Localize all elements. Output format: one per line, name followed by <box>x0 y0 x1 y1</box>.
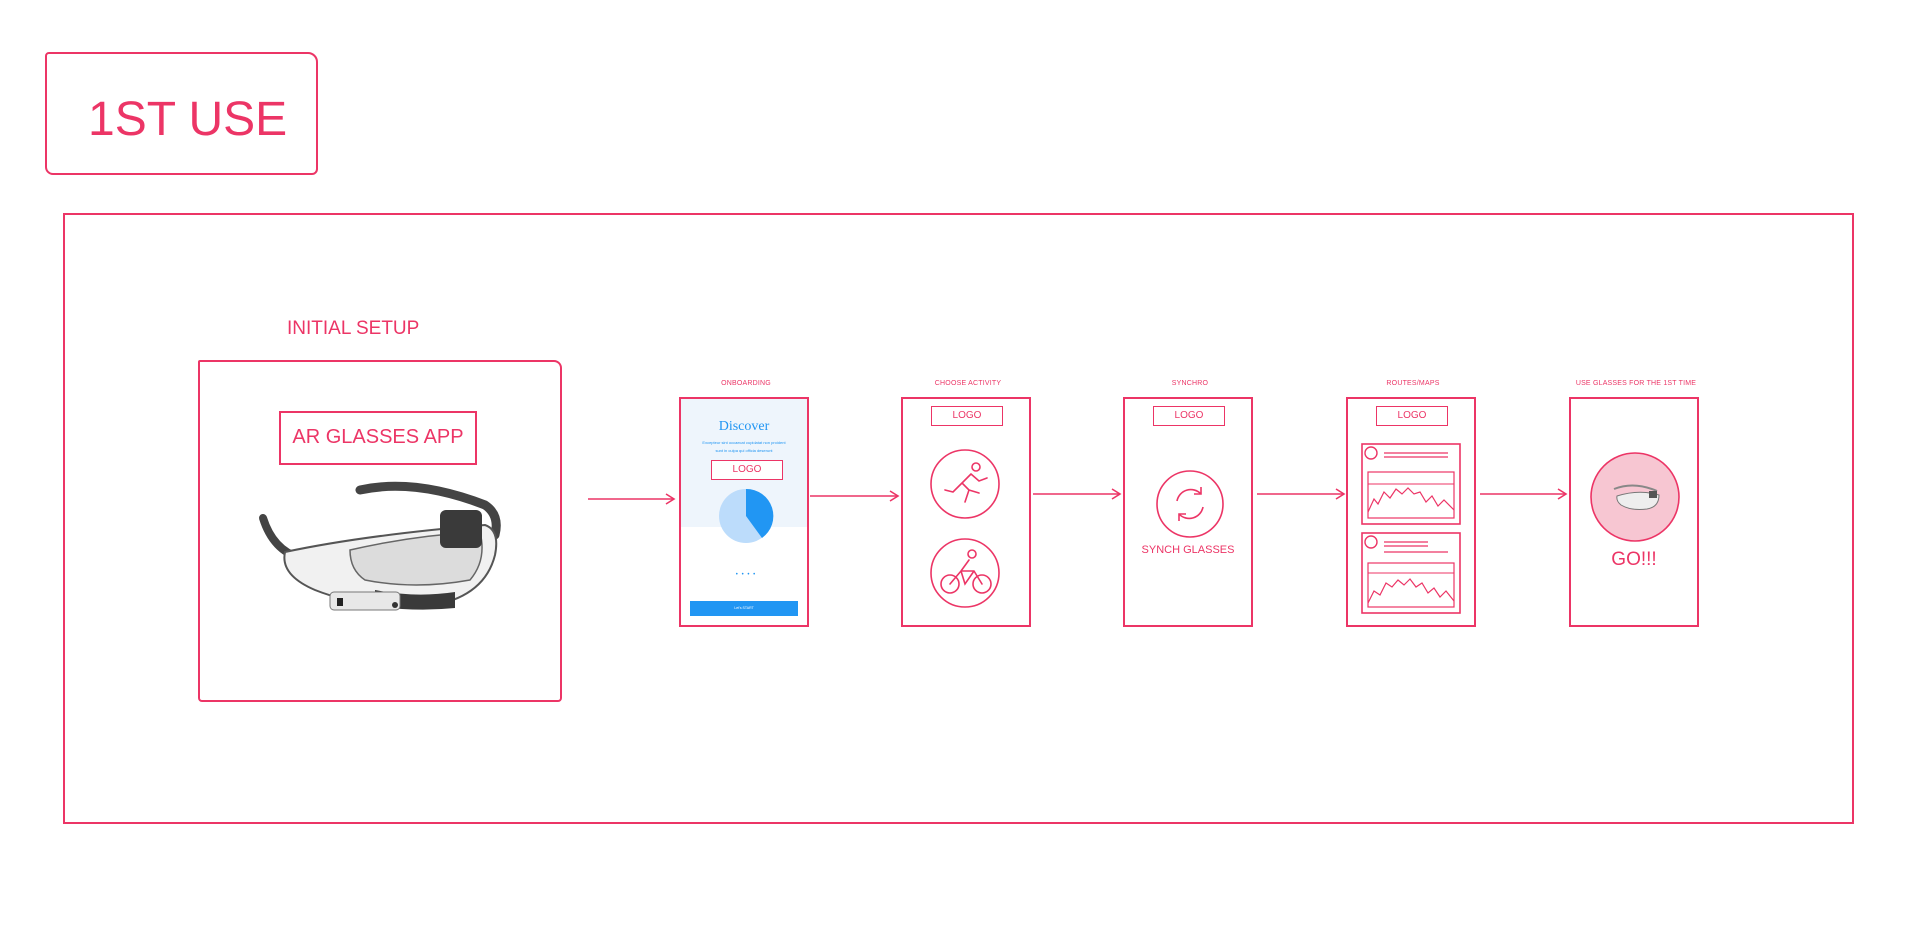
onboarding-pie-illustration <box>719 488 774 543</box>
setup-panel <box>198 360 562 702</box>
routes-screen: LOGO <box>1346 397 1476 627</box>
go-caption: GO!!! <box>1611 549 1657 570</box>
synchro-screen: LOGO SYNCH GLASSES <box>1123 397 1253 627</box>
synch-caption: SYNCH GLASSES <box>1141 544 1235 556</box>
onboarding-logo: LOGO <box>711 460 783 480</box>
onboarding-screen: Discover Excepteur sint occaecat cupidat… <box>679 397 809 627</box>
route-card[interactable] <box>1361 532 1462 615</box>
running-icon[interactable] <box>929 448 1001 520</box>
onboarding-heading: Discover <box>718 419 770 434</box>
onboarding-title: ONBOARDING <box>721 380 771 387</box>
synchro-title: SYNCHRO <box>1171 380 1209 387</box>
onboarding-body: Excepteur sint occaecat cupidatat non pr… <box>702 440 786 453</box>
synchro-logo: LOGO <box>1153 406 1225 426</box>
pagination-dots[interactable]: • • • • <box>735 572 757 578</box>
start-button[interactable]: Let's START <box>690 601 798 616</box>
page-title: 1ST USE <box>88 93 288 146</box>
app-label: AR GLASSES APP <box>292 426 464 448</box>
go-glasses-icon[interactable] <box>1589 451 1681 543</box>
cycling-icon[interactable] <box>929 537 1001 609</box>
choose-activity-logo: LOGO <box>931 406 1003 426</box>
flow-frame <box>63 213 1854 824</box>
setup-label: INITIAL SETUP <box>287 318 420 339</box>
first-time-title: USE GLASSES FOR THE 1ST TIME <box>1575 380 1697 387</box>
choose-activity-title: CHOOSE ACTIVITY <box>934 380 1002 387</box>
routes-title: ROUTES/MAPS <box>1386 380 1440 387</box>
app-label-frame <box>279 411 477 465</box>
title-frame <box>45 52 318 175</box>
ar-glasses-image <box>259 481 501 611</box>
sync-icon[interactable] <box>1155 469 1225 539</box>
first-time-screen: GO!!! <box>1569 397 1699 627</box>
route-card[interactable] <box>1361 443 1462 526</box>
routes-logo: LOGO <box>1376 406 1448 426</box>
choose-activity-screen: LOGO <box>901 397 1031 627</box>
